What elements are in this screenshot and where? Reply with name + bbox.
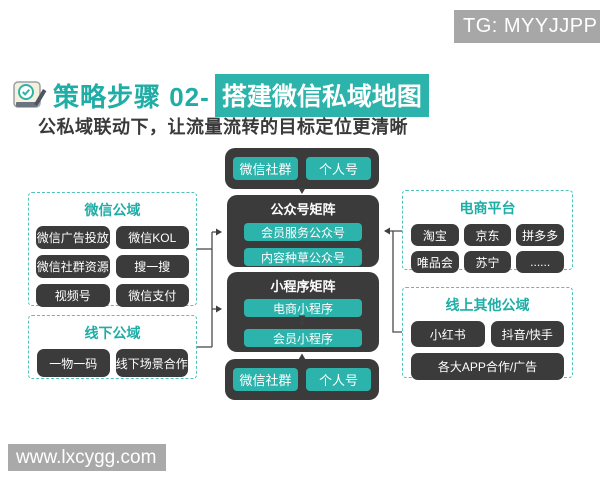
node-video-account: 视频号 [36, 284, 110, 307]
subtitle: 公私域联动下，让流量流转的目标定位更清晰 [38, 117, 408, 137]
group-title: 线下公域 [84, 325, 141, 341]
group-items: 一物一码 线下场景合作 [29, 349, 196, 377]
telegram-watermark: TG: MYYJJPP [454, 10, 600, 43]
node-wechat-community-top: 微信社群 [233, 157, 298, 180]
matrix-title: 小程序矩阵 [270, 279, 336, 294]
center-official-account-matrix: 公众号矩阵 会员服务公众号 内容种草公众号 [227, 195, 379, 267]
page-title: 策略步骤 02- 搭建微信私域地图 [12, 74, 429, 117]
group-online-other: 线上其他公域 小红书 抖音/快手 各大APP合作/广告 [402, 287, 573, 380]
node-suning: 苏宁 [463, 251, 512, 273]
center-mini-program-matrix: 小程序矩阵 电商小程序 会员小程序 [227, 272, 379, 352]
matrix-title: 公众号矩阵 [270, 202, 336, 217]
node-jd: 京东 [463, 224, 512, 246]
node-ecommerce-mini-program: 电商小程序 [244, 299, 362, 317]
node-douyin-kuaishou: 抖音/快手 [490, 321, 564, 347]
node-one-item-one-code: 一物一码 [37, 349, 110, 377]
node-wechat-pay: 微信支付 [115, 284, 189, 307]
title-highlight: 搭建微信私域地图 [214, 74, 429, 117]
node-personal-account-bottom: 个人号 [306, 368, 371, 391]
node-taobao: 淘宝 [411, 224, 459, 246]
node-offline-scene: 线下场景合作 [115, 349, 188, 377]
node-member-mini-program: 会员小程序 [244, 329, 362, 347]
group-title: 电商平台 [459, 200, 516, 216]
group-wechat-public: 微信公域 微信广告投放 微信KOL 微信社群资源 搜一搜 视频号 微信支付 [28, 192, 197, 307]
center-top-entry: 微信社群 个人号 [225, 148, 379, 189]
node-wechat-ads: 微信广告投放 [36, 226, 110, 249]
node-ellipsis: ...... [516, 251, 564, 273]
node-search: 搜一搜 [115, 255, 189, 278]
node-pinduoduo: 拼多多 [516, 224, 564, 246]
node-member-service-account: 会员服务公众号 [244, 223, 362, 241]
group-offline-public: 线下公域 一物一码 线下场景合作 [28, 315, 197, 379]
title-step-label: 策略步骤 02- [53, 82, 210, 112]
badge-check-icon [13, 80, 47, 108]
node-wechat-kol: 微信KOL [115, 226, 189, 249]
node-wechat-community-bottom: 微信社群 [233, 368, 298, 391]
site-watermark: www.lxcygg.com [8, 444, 166, 471]
group-items: 微信广告投放 微信KOL 微信社群资源 搜一搜 视频号 微信支付 [29, 226, 196, 307]
group-items: 小红书 抖音/快手 [403, 321, 572, 347]
group-title: 微信公域 [84, 202, 141, 218]
node-content-seeding-account: 内容种草公众号 [244, 248, 362, 266]
group-ecommerce: 电商平台 淘宝 京东 拼多多 唯品会 苏宁 ...... [402, 190, 573, 273]
node-personal-account-top: 个人号 [306, 157, 371, 180]
center-bottom-entry: 微信社群 个人号 [225, 359, 379, 400]
group-title: 线上其他公域 [445, 297, 530, 313]
node-vipshop: 唯品会 [411, 251, 459, 273]
node-wechat-group-resource: 微信社群资源 [36, 255, 110, 278]
node-app-cooperation: 各大APP合作/广告 [411, 353, 564, 380]
node-xiaohongshu: 小红书 [411, 321, 485, 347]
group-items: 淘宝 京东 拼多多 唯品会 苏宁 ...... [403, 224, 572, 273]
